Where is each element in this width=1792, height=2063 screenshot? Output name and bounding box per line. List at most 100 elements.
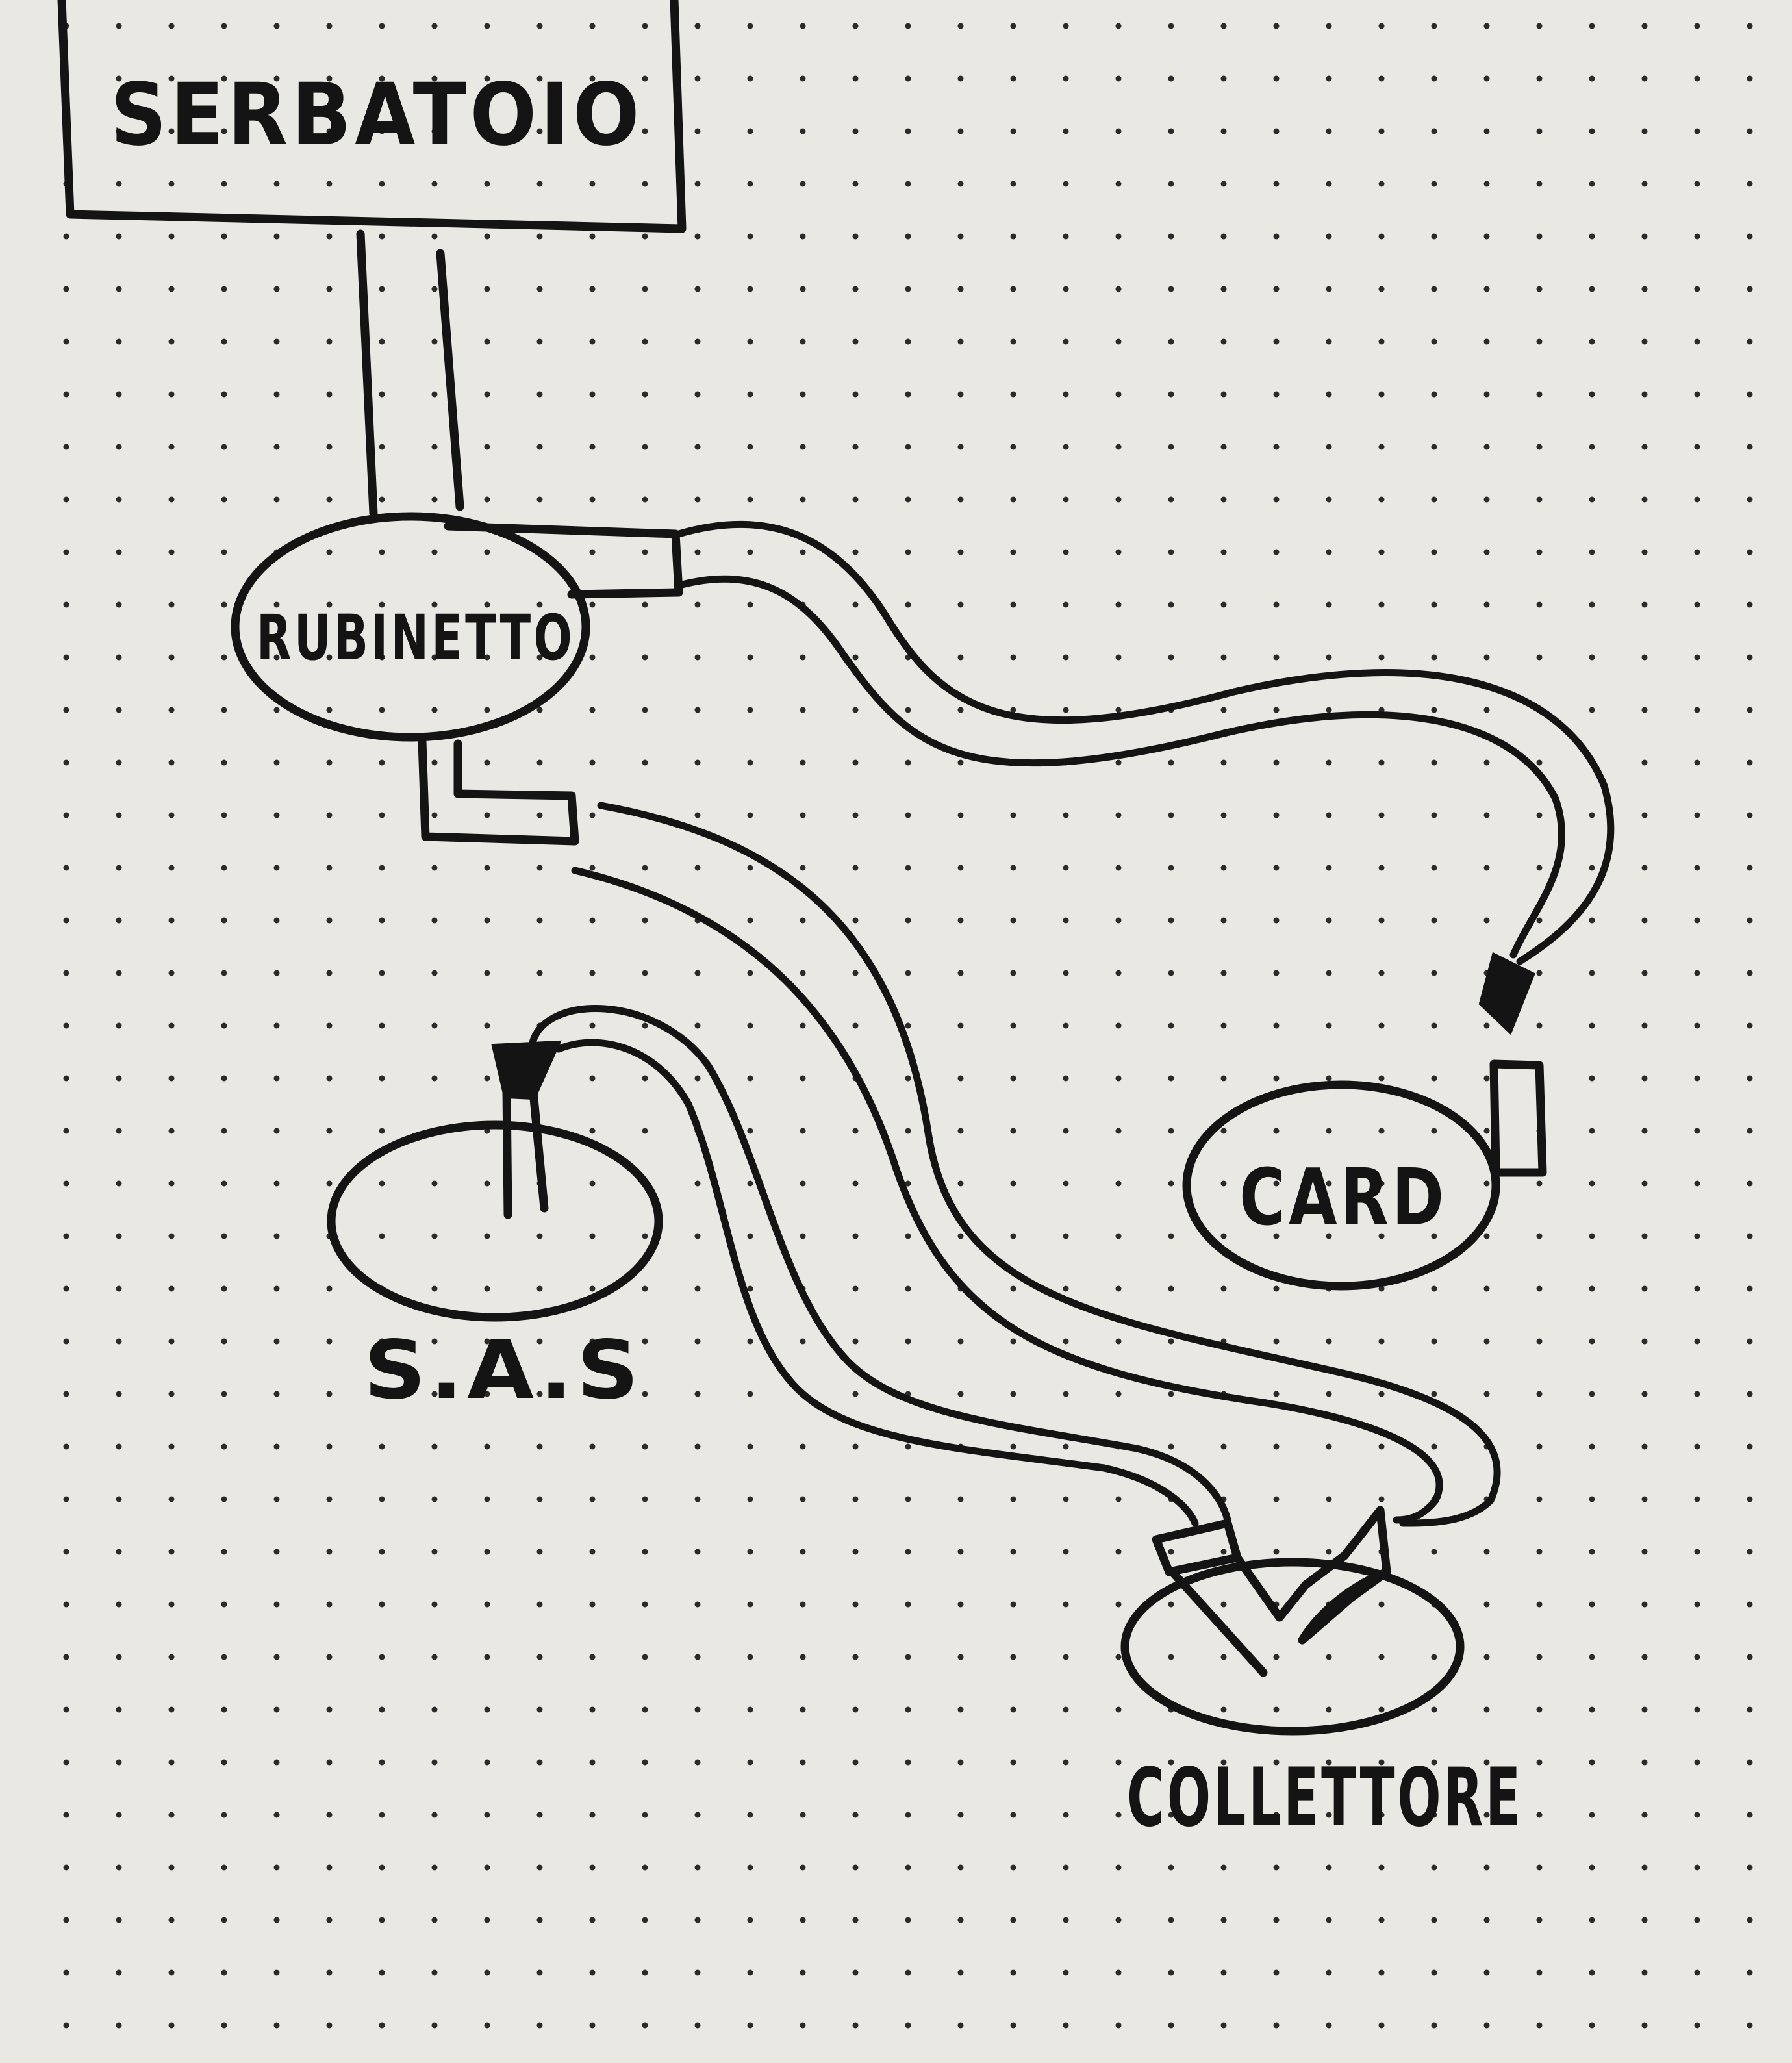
grid-dot — [1536, 1706, 1543, 1713]
grid-dot — [694, 1285, 701, 1292]
grid-dot — [694, 970, 701, 976]
grid-dot — [1589, 1233, 1595, 1239]
grid-dot — [116, 1022, 122, 1029]
grid-dot — [431, 2022, 438, 2029]
grid-dot — [221, 812, 227, 818]
grid-dot — [642, 1864, 648, 1871]
grid-dot — [1747, 601, 1753, 608]
grid-dot — [642, 1969, 648, 1976]
grid-dot — [589, 1075, 596, 1082]
tube-card-outer — [675, 520, 1615, 965]
grid-dot — [168, 654, 175, 661]
grid-dot — [221, 707, 227, 713]
grid-dot — [1641, 181, 1648, 187]
grid-dot — [1220, 1443, 1227, 1450]
grid-dot — [431, 286, 438, 292]
grid-dot — [1536, 128, 1543, 134]
grid-dot — [1747, 759, 1753, 766]
grid-dot — [221, 654, 227, 661]
grid-dot — [1326, 1864, 1332, 1871]
grid-dot — [431, 1496, 438, 1502]
grid-dot — [1273, 444, 1280, 450]
grid-dot — [168, 549, 175, 555]
grid-dot — [1747, 1075, 1753, 1082]
grid-dot — [273, 1917, 280, 1923]
grid-dot — [1115, 1864, 1122, 1871]
grid-dot — [63, 654, 69, 661]
grid-dot — [957, 1338, 964, 1345]
grid-dot — [536, 1601, 543, 1608]
grid-dot — [642, 1759, 648, 1766]
grid-dot — [168, 1759, 175, 1766]
grid-dot — [1115, 1391, 1122, 1397]
grid-dot — [1168, 496, 1174, 503]
grid-dot — [747, 1128, 753, 1134]
grid-dot — [589, 1917, 596, 1923]
grid-dot — [168, 1706, 175, 1713]
grid-dot — [905, 444, 911, 450]
grid-dot — [1536, 2022, 1543, 2029]
grid-dot — [694, 23, 701, 29]
grid-dot — [1220, 444, 1227, 450]
grid-dot — [642, 23, 648, 29]
grid-dot — [536, 1917, 543, 1923]
grid-dot — [642, 970, 648, 976]
grid-dot — [852, 1128, 859, 1134]
grid-dot — [431, 1443, 438, 1450]
card-arrowhead-icon — [1478, 952, 1535, 1035]
grid-dot — [221, 1443, 227, 1450]
grid-dot — [379, 970, 385, 976]
grid-dot — [1168, 1443, 1174, 1450]
grid-dot — [116, 654, 122, 661]
grid-dot — [1115, 181, 1122, 187]
grid-dot — [1168, 233, 1174, 240]
grid-dot — [221, 549, 227, 555]
grid-dot — [747, 1180, 753, 1187]
grid-dot — [1536, 1549, 1543, 1555]
grid-dot — [536, 338, 543, 345]
grid-dot — [1115, 1601, 1122, 1608]
grid-dot — [1536, 181, 1543, 187]
grid-dot — [694, 1443, 701, 1450]
grid-dot — [536, 1812, 543, 1818]
grid-dot — [431, 1654, 438, 1660]
grid-dot — [536, 1285, 543, 1292]
grid-dot — [694, 865, 701, 871]
grid-dot — [1747, 1128, 1753, 1134]
grid-dot — [1483, 1338, 1490, 1345]
grid-dot — [1378, 1443, 1385, 1450]
grid-dot — [957, 23, 964, 29]
grid-dot — [431, 759, 438, 766]
grid-dot — [1326, 1022, 1332, 1029]
grid-dot — [168, 2022, 175, 2029]
grid-dot — [431, 812, 438, 818]
grid-dot — [1431, 1549, 1437, 1555]
grid-dot — [326, 444, 333, 450]
grid-dot — [1694, 812, 1700, 818]
grid-dot — [1010, 1075, 1016, 1082]
grid-dot — [642, 1917, 648, 1923]
card-inlet-stub — [1489, 1059, 1547, 1177]
grid-dot — [1431, 1391, 1437, 1397]
grid-dot — [1694, 549, 1700, 555]
grid-dot — [747, 1917, 753, 1923]
grid-dot — [326, 1338, 333, 1345]
grid-dot — [221, 233, 227, 240]
grid-dot — [536, 865, 543, 871]
grid-dot — [1063, 1969, 1069, 1976]
grid-dot — [1589, 1128, 1595, 1134]
grid-dot — [1483, 1601, 1490, 1608]
grid-dot — [1536, 1969, 1543, 1976]
grid-dot — [63, 1233, 69, 1239]
grid-dot — [379, 1338, 385, 1345]
grid-dot — [116, 75, 122, 82]
grid-dot — [589, 2022, 596, 2029]
grid-dot — [1010, 1391, 1016, 1397]
grid-dot — [1378, 759, 1385, 766]
grid-dot — [642, 601, 648, 608]
grid-dot — [1326, 75, 1332, 82]
grid-dot — [1483, 1969, 1490, 1976]
grid-dot — [168, 1233, 175, 1239]
grid-dot — [957, 1706, 964, 1713]
grid-dot — [379, 1233, 385, 1239]
